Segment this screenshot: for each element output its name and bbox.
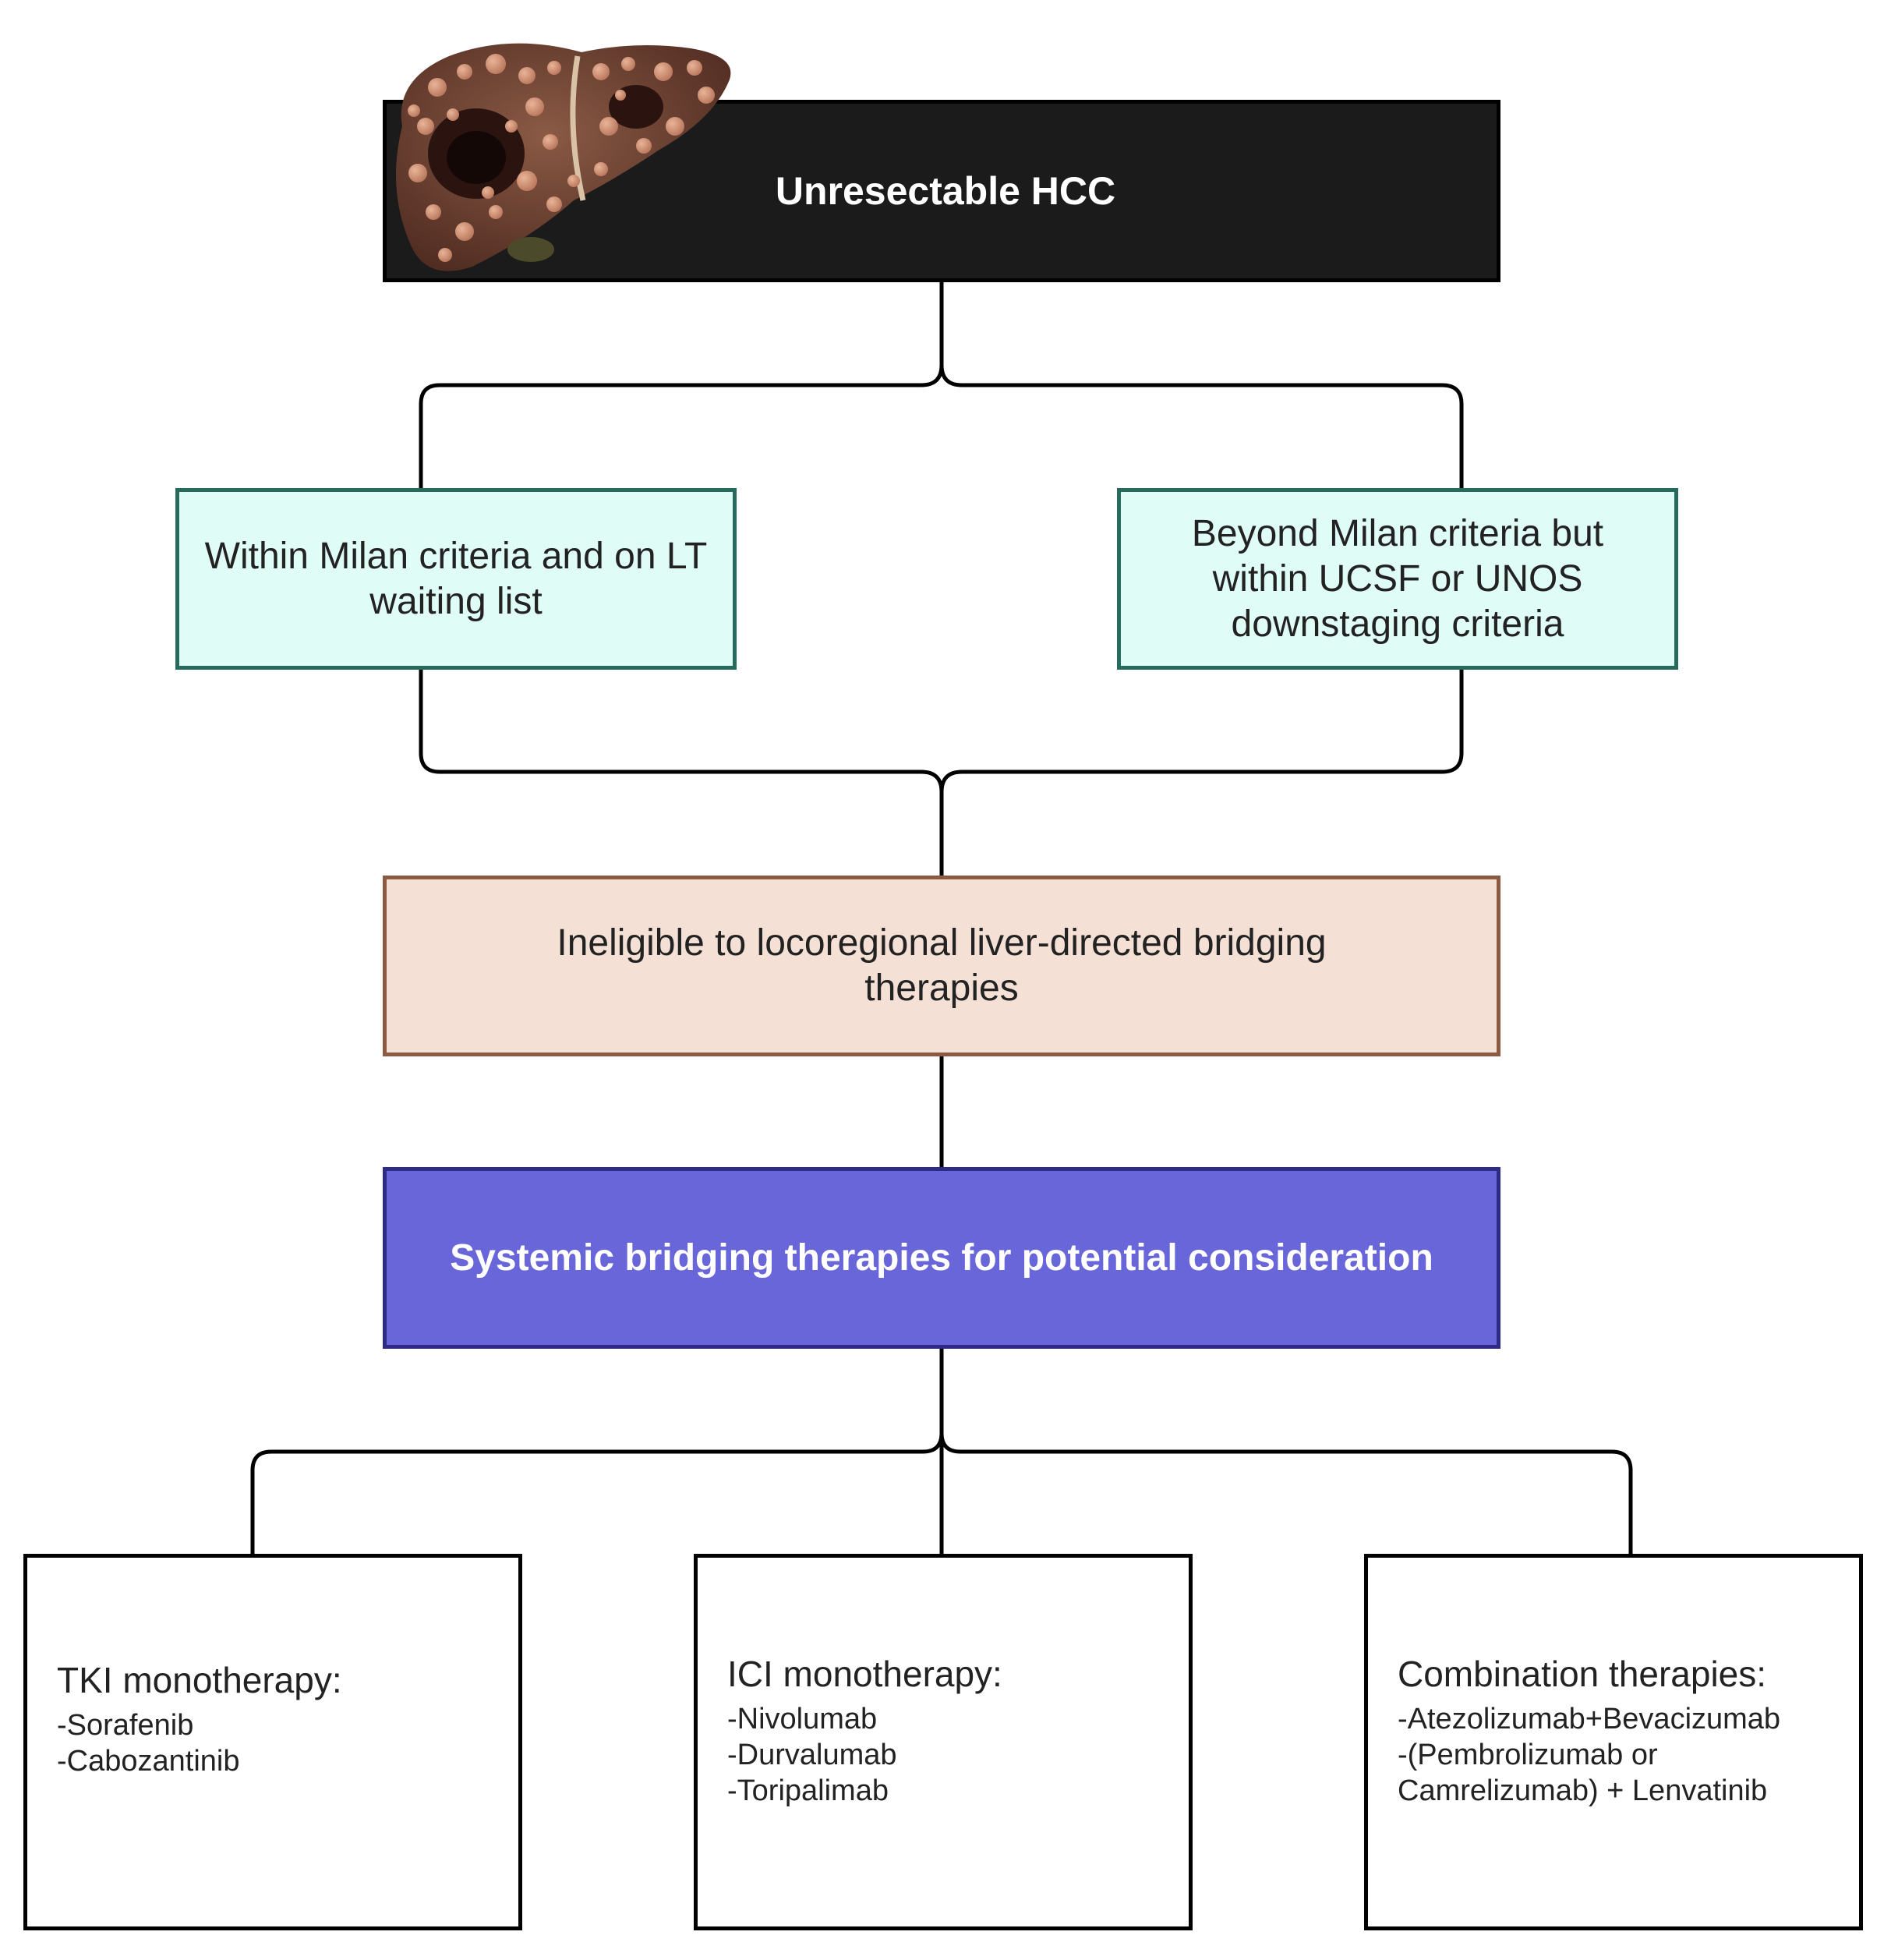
tki-title: TKI monotherapy:: [57, 1660, 342, 1700]
node-unresectable-hcc-label: Unresectable HCC: [775, 169, 1116, 213]
node-systemic-bridging: Systemic bridging therapies for potentia…: [383, 1167, 1500, 1349]
node-ici-monotherapy: ICI monotherapy: -Nivolumab -Durvalumab …: [694, 1554, 1193, 1930]
connector-root-split-right: [939, 364, 1464, 488]
connector-merge-left: [419, 670, 944, 876]
combo-title: Combination therapies:: [1398, 1654, 1767, 1694]
combo-item: -Atezolizumab+Bevacizumab: [1398, 1703, 1781, 1735]
liver-icon: [396, 43, 731, 271]
combo-item: Camrelizumab) + Lenvatinib: [1398, 1774, 1768, 1807]
node-within-milan: Within Milan criteria and on LT waiting …: [175, 488, 737, 670]
node-tki-monotherapy: TKI monotherapy: -Sorafenib -Cabozantini…: [23, 1554, 522, 1930]
connector-systemic-split-right: [939, 1432, 1633, 1554]
node-ineligible-locoregional: Ineligible to locoregional liver-directe…: [383, 876, 1500, 1056]
node-beyond-milan: Beyond Milan criteria but within UCSF or…: [1117, 488, 1678, 670]
node-beyond-milan-label: Beyond Milan criteria but within UCSF or…: [1191, 512, 1604, 645]
ici-item: -Toripalimab: [727, 1774, 889, 1807]
ici-item: -Durvalumab: [727, 1739, 897, 1771]
tki-item: -Cabozantinib: [57, 1745, 240, 1778]
node-combination-therapies: Combination therapies: -Atezolizumab+Bev…: [1364, 1554, 1863, 1930]
connector-systemic-split-left: [250, 1349, 944, 1554]
ici-item: -Nivolumab: [727, 1703, 878, 1735]
node-ineligible-label: Ineligible to locoregional liver-directe…: [557, 922, 1327, 1009]
combo-item: -(Pembrolizumab or: [1398, 1739, 1658, 1771]
node-within-milan-label: Within Milan criteria and on LT waiting …: [204, 535, 708, 622]
tki-item: -Sorafenib: [57, 1709, 194, 1742]
connector-merge-right: [939, 670, 1464, 793]
connector-root-split: [419, 282, 944, 488]
ici-title: ICI monotherapy:: [727, 1654, 1002, 1694]
node-systemic-label: Systemic bridging therapies for potentia…: [450, 1237, 1433, 1279]
